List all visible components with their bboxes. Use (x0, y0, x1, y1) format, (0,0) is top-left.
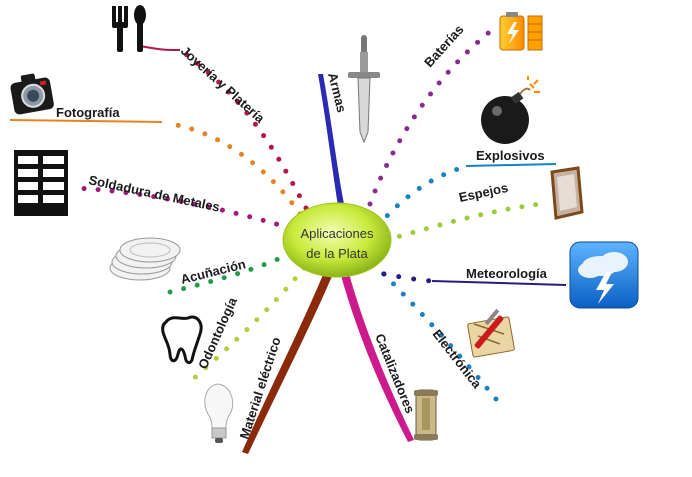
tooth-icon (161, 315, 203, 365)
camera-icon (10, 73, 54, 115)
branch-label-acunacion: Acuñación (179, 256, 247, 287)
sword-icon (348, 35, 380, 144)
battery-icon (499, 12, 543, 51)
bomb-icon (481, 76, 540, 144)
branch-label-explosivos: Explosivos (476, 148, 545, 163)
grid-table-icon (14, 150, 68, 216)
storm-cloud-icon (569, 241, 639, 309)
branch-label-soldadura: Soldadura de Metales (87, 172, 221, 214)
branch-label-fotografia: Fotografía (56, 105, 120, 120)
coins-icon (109, 237, 181, 281)
branch-line-catalizadores (340, 270, 414, 442)
mirror-icon (550, 166, 584, 220)
branch-line-armas (318, 74, 344, 206)
electronics-tools-icon (467, 308, 515, 358)
fork-spoon-icon (112, 5, 146, 52)
light-bulb-icon (204, 383, 234, 443)
center-title-line2: de la Plata (306, 246, 368, 261)
branch-label-espejos: Espejos (458, 180, 510, 205)
branch-label-armas: Armas (325, 71, 349, 114)
branch-line-material (242, 270, 333, 454)
catalytic-converter-icon (414, 389, 438, 441)
branch-label-meteorologia: Meteorología (466, 266, 548, 281)
dotted-branches (9, 27, 567, 407)
center-title-line1: Aplicaciones (301, 226, 374, 241)
branch-label-joyeria: Joyería y Platería (178, 43, 268, 126)
center-node: Aplicaciones de la Plata (282, 202, 392, 278)
